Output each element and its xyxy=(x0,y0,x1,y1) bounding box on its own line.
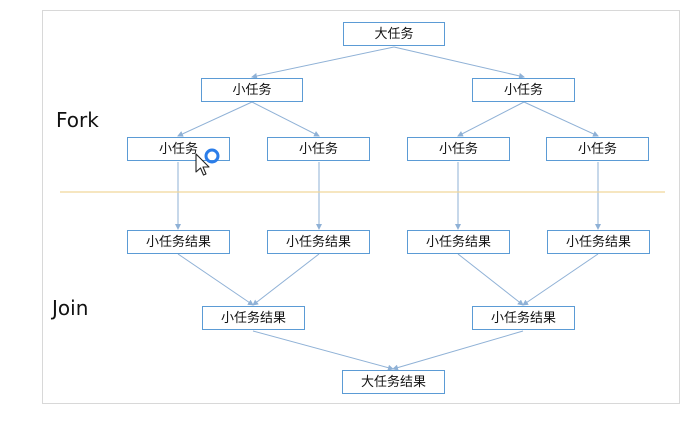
fork-label: Fork xyxy=(56,108,99,132)
node-task-left: 小任务 xyxy=(201,78,303,102)
node-result-right: 小任务结果 xyxy=(472,306,575,330)
node-task-rl: 小任务 xyxy=(407,137,510,161)
diagram-panel xyxy=(42,10,680,404)
node-result-rr: 小任务结果 xyxy=(547,230,650,254)
edge-resll-to-resl xyxy=(177,253,254,306)
edge-right-to-rr xyxy=(523,101,599,137)
node-task-right: 小任务 xyxy=(472,78,575,102)
edge-reslr-to-resl xyxy=(252,253,320,306)
node-big-task: 大任务 xyxy=(343,22,445,46)
edge-left-to-lr xyxy=(251,101,320,137)
join-label: Join xyxy=(52,296,89,320)
edge-big-to-left xyxy=(251,46,395,79)
edge-resrl-to-resr xyxy=(457,253,524,306)
edge-resl-to-big xyxy=(252,330,394,371)
edge-resr-to-big xyxy=(392,330,524,371)
edge-resrr-to-resr xyxy=(522,253,599,306)
node-task-lr: 小任务 xyxy=(267,137,370,161)
edge-right-to-rl xyxy=(457,101,525,137)
edge-big-to-right xyxy=(393,46,525,79)
edge-left-to-ll xyxy=(177,101,253,137)
node-result-ll: 小任务结果 xyxy=(127,230,230,254)
node-task-rr: 小任务 xyxy=(546,137,649,161)
node-result-rl: 小任务结果 xyxy=(407,230,510,254)
mouse-cursor-icon xyxy=(195,148,220,176)
node-result-left: 小任务结果 xyxy=(202,306,305,330)
node-result-lr: 小任务结果 xyxy=(267,230,370,254)
node-big-result: 大任务结果 xyxy=(342,370,445,394)
